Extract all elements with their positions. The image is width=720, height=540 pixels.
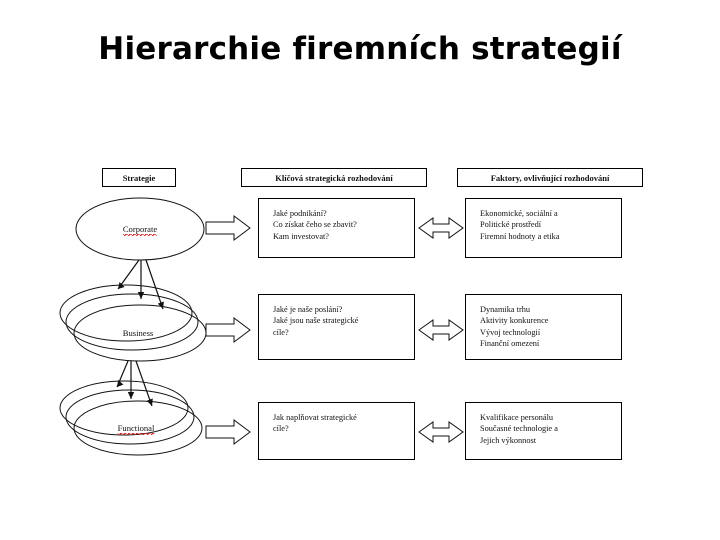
factors-box-corporate: Ekonomické, sociální a Politické prostře… [465, 198, 622, 258]
ellipse-stack-functional [59, 380, 203, 456]
double-arrow-decisions-factors-functional [418, 421, 464, 443]
factor-line: Jejich výkonnost [480, 435, 536, 445]
decisions-box-corporate: Jaké podnikání? Co získat čeho se zbavit… [258, 198, 415, 258]
decision-line: Jaké je naše poslání? [273, 305, 343, 314]
column-header-rozhodovani: Klíčová strategická rozhodování [241, 168, 427, 187]
decision-line: cíle? [273, 424, 289, 434]
decision-line: Jaké jsou naše strategické [273, 316, 359, 326]
factor-line: Finanční omezení [480, 339, 540, 349]
factor-line: Aktivity konkurence [480, 316, 549, 326]
factor-line: Politické prostředí [480, 220, 542, 230]
ellipse-label-corporate: Corporate [122, 224, 158, 236]
factors-box-business: Dynamika trhu Aktivity konkurence Vývoj … [465, 294, 622, 360]
factor-line: Vývoj technologií [480, 327, 541, 337]
factor-line: Kvalifikace personálu [480, 413, 554, 422]
ellipse-label-text: Business [122, 328, 154, 338]
factor-line: Firemní hodnoty a etika [480, 231, 560, 241]
decision-line: cíle? [273, 327, 289, 337]
ellipse-label-business: Business [123, 328, 154, 338]
ellipse-label-text: Functional [117, 423, 155, 435]
factor-line: Současné technologie a [480, 424, 558, 434]
connector-business-to-functional [116, 360, 153, 407]
decisions-box-business: Jaké je naše poslání? Jaké jsou naše str… [258, 294, 415, 360]
decision-line: Co získat čeho se zbavit? [273, 220, 357, 230]
double-arrow-decisions-factors-business [418, 319, 464, 341]
decision-line: Kam investovat? [273, 231, 329, 241]
block-arrow-business-to-decisions [205, 317, 251, 343]
column-header-label: Klíčová strategická rozhodování [275, 172, 393, 183]
ellipse-label-text: Corporate [122, 224, 158, 236]
column-header-label: Strategie [122, 172, 156, 183]
ellipse-stack-business [59, 284, 207, 362]
ellipse-label-functional: Functional [117, 423, 155, 435]
column-header-strategie: Strategie [102, 168, 176, 187]
double-arrow-decisions-factors-corporate [418, 217, 464, 239]
column-header-faktory: Faktory, ovlivňující rozhodování [457, 168, 643, 187]
decision-line: Jak naplňovat strategické [273, 413, 357, 422]
column-header-label: Faktory, ovlivňující rozhodování [490, 172, 610, 183]
connector-corporate-to-business [117, 259, 164, 310]
factor-line: Ekonomické, sociální a [480, 209, 558, 218]
factors-box-functional: Kvalifikace personálu Současné technolog… [465, 402, 622, 460]
block-arrow-functional-to-decisions [205, 419, 251, 445]
page-title: Hierarchie firemních strategií [98, 31, 622, 67]
factor-line: Dynamika trhu [480, 305, 531, 314]
ellipse-corporate [75, 197, 205, 261]
block-arrow-corporate-to-decisions [205, 215, 251, 241]
decisions-box-functional: Jak naplňovat strategické cíle? [258, 402, 415, 460]
decision-line: Jaké podnikání? [273, 209, 327, 218]
